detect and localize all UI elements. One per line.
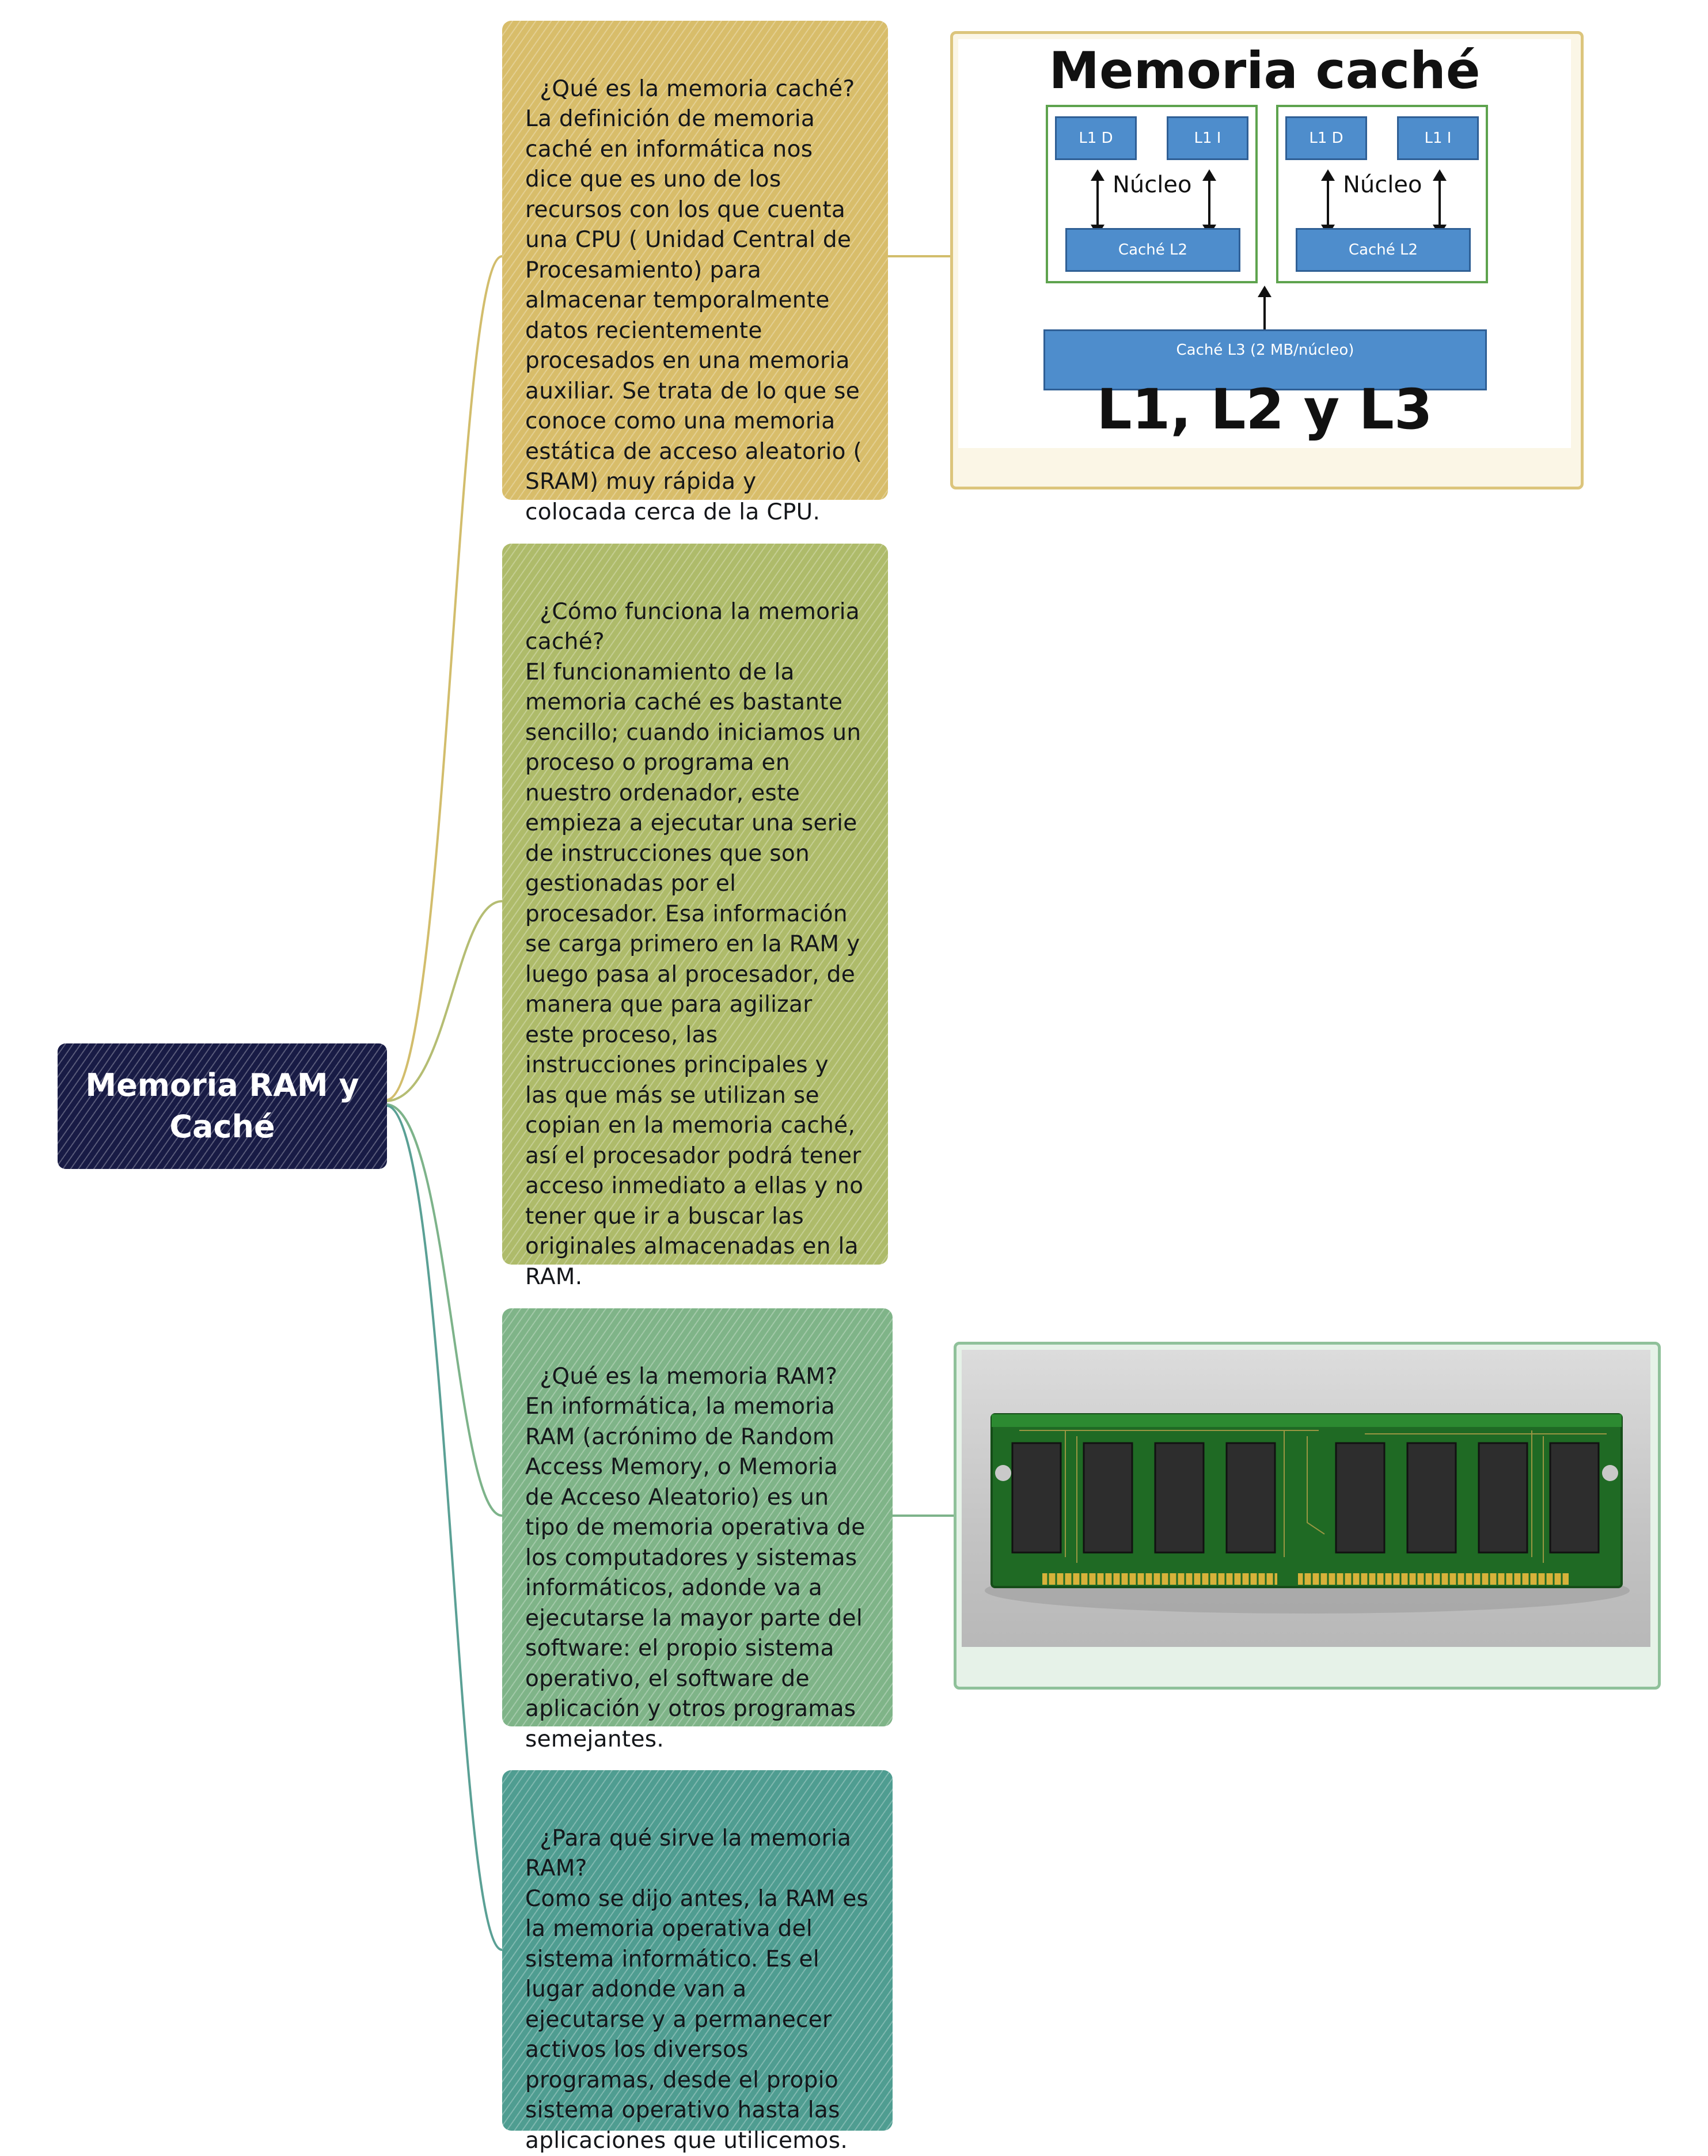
connector-1 bbox=[386, 255, 503, 1101]
ram-module-icon bbox=[985, 1413, 1630, 1614]
l3-block: Caché L3 (2 MB/núcleo) bbox=[1043, 329, 1487, 390]
arrow-icon bbox=[1202, 169, 1216, 236]
topic-card-text: ¿Qué es la memoria RAM? En informática, … bbox=[525, 1363, 866, 1752]
core-label-right: Núcleo bbox=[1343, 172, 1422, 198]
connector-4 bbox=[386, 1104, 503, 1951]
cache-diagram: Memoria caché L1 D L1 I Núcleo Caché L2 … bbox=[958, 39, 1571, 448]
topic-card-cache-function[interactable]: ¿Cómo funciona la memoria caché? El func… bbox=[502, 544, 888, 1290]
arrow-icon bbox=[1433, 169, 1447, 236]
cache-diagram-subtitle: L1, L2 y L3 bbox=[1096, 377, 1433, 442]
arrow-icon bbox=[1321, 169, 1335, 236]
l1i-block-left: L1 I bbox=[1167, 116, 1248, 160]
core-left: L1 D L1 I Núcleo Caché L2 bbox=[1046, 105, 1258, 283]
core-right: L1 D L1 I Núcleo Caché L2 bbox=[1276, 105, 1488, 283]
arrow-icon bbox=[1091, 169, 1104, 236]
connector-3 bbox=[386, 1103, 503, 1517]
cache-diagram-title: Memoria caché bbox=[1049, 41, 1481, 100]
topic-card-text: ¿Qué es la memoria caché? La definición … bbox=[525, 75, 862, 525]
topic-card-cache-definition[interactable]: ¿Qué es la memoria caché? La definición … bbox=[502, 21, 888, 525]
core-label-left: Núcleo bbox=[1113, 172, 1192, 198]
l2-block-right: Caché L2 bbox=[1296, 228, 1471, 272]
l1d-block-right: L1 D bbox=[1285, 116, 1367, 160]
topic-card-text: ¿Cómo funciona la memoria caché? El func… bbox=[525, 598, 864, 1290]
root-topic-title: Memoria RAM y Caché bbox=[85, 1067, 359, 1145]
topic-card-ram-definition[interactable]: ¿Qué es la memoria RAM? En informática, … bbox=[502, 1308, 893, 1752]
connector-2 bbox=[386, 900, 503, 1102]
topic-card-ram-purpose[interactable]: ¿Para qué sirve la memoria RAM? Como se … bbox=[502, 1770, 893, 2154]
ram-photo bbox=[962, 1350, 1650, 1647]
l1d-block-left: L1 D bbox=[1055, 116, 1137, 160]
root-topic[interactable]: Memoria RAM y Caché bbox=[58, 1043, 387, 1169]
l1i-block-right: L1 I bbox=[1397, 116, 1479, 160]
l2-block-left: Caché L2 bbox=[1065, 228, 1240, 272]
topic-card-text: ¿Para qué sirve la memoria RAM? Como se … bbox=[525, 1825, 869, 2154]
